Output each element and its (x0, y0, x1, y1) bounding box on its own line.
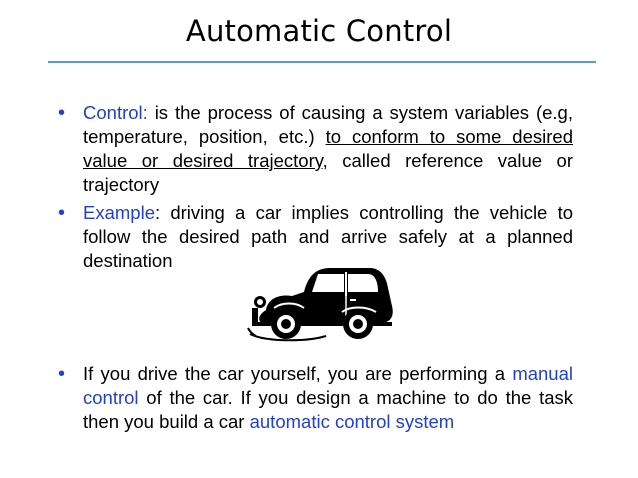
bullet-marker: • (58, 202, 66, 224)
bullet-text: is the process of causing a system varia… (83, 102, 573, 147)
term-example: Example (83, 202, 155, 223)
bullet-control: Control: is the process of causing a sys… (83, 101, 573, 197)
term-example-colon: : (154, 202, 161, 223)
title-divider (48, 61, 596, 63)
bullet-text: of the car. If you design a machine to d… (83, 387, 573, 432)
bullet-marker: • (58, 363, 66, 385)
bullet-text: driving a car implies controlling the ve… (83, 202, 573, 271)
term-automatic-control-system: automatic control system (249, 411, 455, 432)
term-control: Control (83, 102, 143, 123)
bullet-text: , called reference value or trajectory (83, 150, 573, 195)
term-control-colon: : (142, 102, 148, 123)
bullet-example: Example: driving a car implies controlli… (83, 201, 573, 273)
vintage-car-icon (247, 268, 393, 342)
slide-title: Automatic Control (185, 14, 453, 48)
bullet-marker: • (58, 102, 66, 124)
bullet-manual-vs-automatic: If you drive the car yourself, you are p… (83, 362, 573, 434)
bullet-text: If you drive the car yourself, you are p… (83, 363, 513, 384)
underlined-phrase: to conform to some desired value or desi… (83, 126, 573, 171)
term-manual-control: manual control (83, 363, 573, 408)
